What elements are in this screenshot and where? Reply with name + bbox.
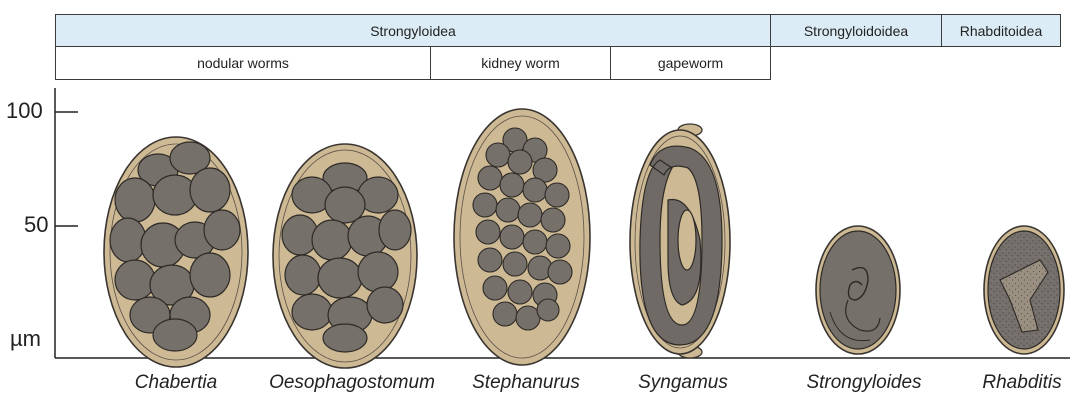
egg-oesophagostomum xyxy=(273,144,417,368)
genus-label-syngamus: Syngamus xyxy=(638,372,728,394)
genus-label-oesophagostomum: Oesophagostomum xyxy=(269,372,435,394)
egg-strongyloides xyxy=(816,226,900,354)
egg-rhabditis xyxy=(984,226,1064,354)
genus-label-chabertia: Chabertia xyxy=(135,372,217,394)
egg-syngamus xyxy=(630,124,730,358)
genus-label-strongyloides: Strongyloides xyxy=(806,372,921,394)
genus-label-stephanurus: Stephanurus xyxy=(472,372,580,394)
egg-chabertia xyxy=(104,137,248,367)
egg-stephanurus xyxy=(454,109,590,365)
genus-label-rhabditis: Rhabditis xyxy=(982,372,1061,394)
